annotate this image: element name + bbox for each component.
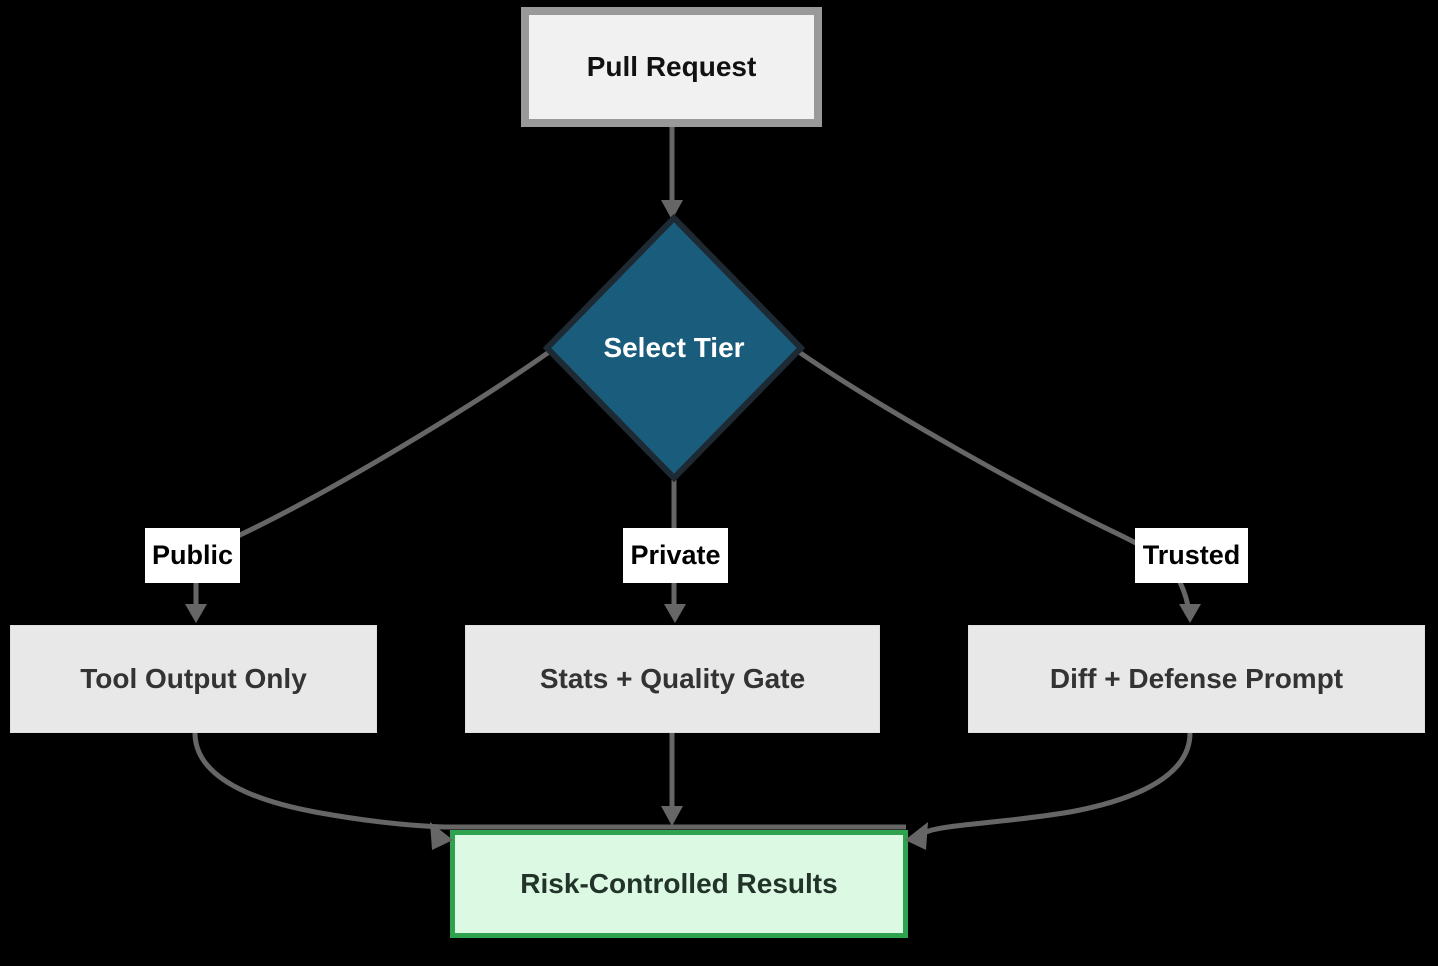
edge-selecttier-to-tooloutput [193,349,551,606]
select-tier-text: Select Tier [603,332,745,363]
arrowhead-into-results-center [661,806,683,826]
edge-label-private: Private [623,528,728,583]
arrowhead-into-tooloutput [185,604,207,623]
edge-label-private-text: Private [630,540,721,570]
node-stats-gate-label: Stats + Quality Gate [539,663,806,694]
arrowhead-into-statsgate [664,604,686,623]
edge-diffdefense-to-results [907,732,1193,843]
node-pull-request: Pull Request [521,7,822,127]
node-results-label: Risk-Controlled Results [520,868,838,899]
node-diff-defense-prompt: Diff + Defense Prompt [968,625,1425,733]
node-diff-defense-label: Diff + Defense Prompt [1049,663,1344,694]
node-tool-output-label: Tool Output Only [80,663,307,694]
edge-tooloutput-to-results [192,732,445,830]
node-risk-controlled-results: Risk-Controlled Results [450,830,908,938]
arrowhead-into-results-right [905,822,928,850]
node-stats-quality-gate: Stats + Quality Gate [465,625,880,733]
decision-diamond-label: Select Tier [574,318,774,378]
node-tool-output-only: Tool Output Only [10,625,377,733]
edge-label-trusted: Trusted [1135,528,1248,583]
node-pull-request-label: Pull Request [586,51,757,82]
edge-label-public-text: Public [151,540,233,570]
edge-label-trusted-text: Trusted [1142,540,1241,570]
edge-label-public: Public [145,528,240,583]
arrowhead-into-selecttier [661,200,683,220]
edge-selecttier-to-diffdefense [797,349,1191,607]
arrowhead-into-diffdefense [1179,604,1201,623]
